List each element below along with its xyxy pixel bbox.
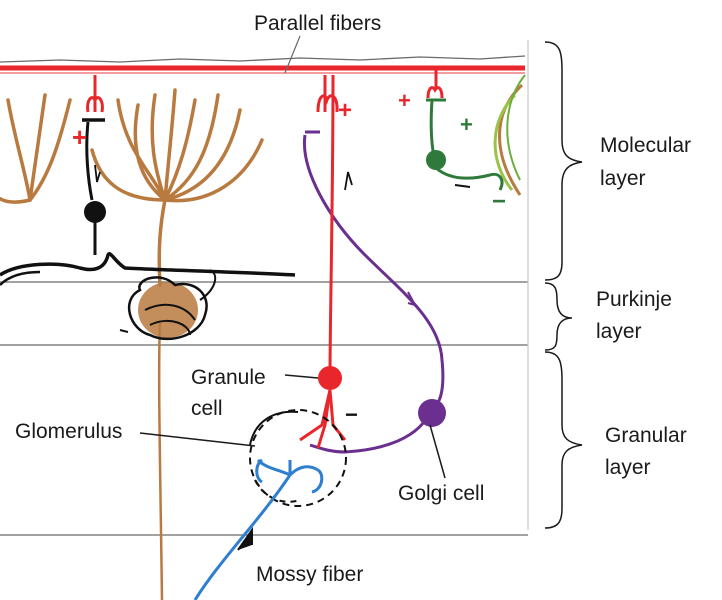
purkinje-layer-label-line1: Purkinje xyxy=(596,288,672,311)
granular-layer-label-line1: Granular xyxy=(605,424,687,447)
glomerulus-leader xyxy=(139,432,256,447)
mossy-fiber-label: Mossy fiber xyxy=(256,563,364,586)
brace-purkinje xyxy=(544,282,573,351)
layer-braces xyxy=(544,41,583,529)
purkinje-cell-body xyxy=(119,269,217,341)
minus-sign-stellate: − xyxy=(492,188,506,215)
plus-sign-basket: + xyxy=(72,122,87,152)
minus-sign-glomerulus: − xyxy=(345,402,358,427)
parallel-fibers xyxy=(0,35,526,74)
plus-sign-stellate-green: + xyxy=(460,112,473,137)
purkinje-cell-dendrites xyxy=(0,88,264,287)
purkinje-layer-label-line2: layer xyxy=(596,320,642,343)
basket-cell xyxy=(0,75,296,286)
plus-sign-stellate-red: + xyxy=(398,88,411,113)
molecular-layer-label-line1: Molecular xyxy=(600,134,692,157)
right-green-dendrite xyxy=(506,74,526,181)
mossy-fiber xyxy=(193,458,324,600)
glomerulus-shape xyxy=(249,409,347,507)
brace-molecular xyxy=(544,41,583,281)
golgi-cell-body xyxy=(418,399,446,427)
synapse-signs: + + + + − − xyxy=(72,88,506,427)
granule-cell-label-line1: Granule xyxy=(191,366,266,389)
brace-granular xyxy=(544,351,583,529)
golgi-cell-leader xyxy=(429,424,446,479)
granule-cell-body xyxy=(318,366,342,390)
layer-boundaries xyxy=(0,40,529,536)
granule-cell-leader xyxy=(284,374,319,379)
granule-cell-label-line2: cell xyxy=(191,397,223,420)
glomerulus-label: Glomerulus xyxy=(15,420,123,443)
purkinje-axon xyxy=(157,319,164,600)
plus-sign-granule: + xyxy=(338,97,352,124)
parallel-fibers-label: Parallel fibers xyxy=(254,12,382,35)
stellate-cell xyxy=(426,70,504,191)
granule-direction-arrow xyxy=(344,171,353,191)
molecular-layer-label-line2: layer xyxy=(600,167,646,190)
parallel-fibers-leader xyxy=(284,35,301,74)
granular-layer-label-line2: layer xyxy=(605,456,651,479)
golgi-cell-label: Golgi cell xyxy=(398,482,485,505)
golgi-cell xyxy=(302,130,445,454)
mossy-fiber-arrow xyxy=(237,526,253,551)
